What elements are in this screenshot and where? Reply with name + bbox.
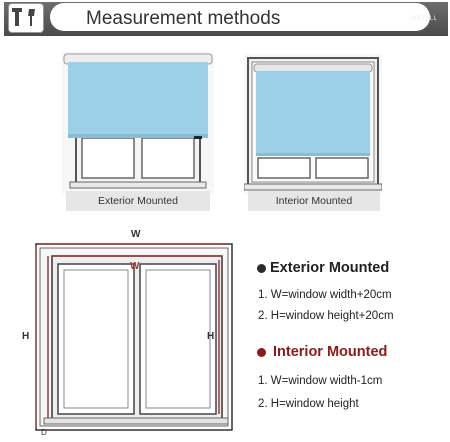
header-title-pill xyxy=(50,3,430,31)
exterior-heading: Exterior Mounted xyxy=(270,260,390,276)
outer-width-label: W xyxy=(131,229,141,240)
outer-height-label: H xyxy=(22,331,30,342)
header-tag: INSTALL xyxy=(410,16,438,22)
interior-item-2: 2. H=window height xyxy=(258,398,359,410)
exterior-mounted-picture xyxy=(62,52,214,194)
interior-heading: Interior Mounted xyxy=(273,344,388,360)
interior-bullet xyxy=(257,348,266,357)
interior-item-1: 1. W=window width-1cm xyxy=(258,375,383,387)
depth-label: D xyxy=(41,428,47,437)
inner-width-label: W xyxy=(130,261,140,272)
page-title: Measurement methods xyxy=(86,8,281,29)
exterior-item-1: 1. W=window width+20cm xyxy=(258,289,392,301)
window-diagram xyxy=(30,240,240,436)
exterior-item-2: 2. H=window height+20cm xyxy=(258,310,394,322)
interior-caption: Interior Mounted xyxy=(248,191,380,211)
tools-icon xyxy=(8,3,44,33)
interior-mounted-picture xyxy=(243,54,383,194)
exterior-caption: Exterior Mounted xyxy=(66,191,210,211)
inner-height-label: H xyxy=(207,331,215,342)
exterior-bullet xyxy=(257,264,266,273)
